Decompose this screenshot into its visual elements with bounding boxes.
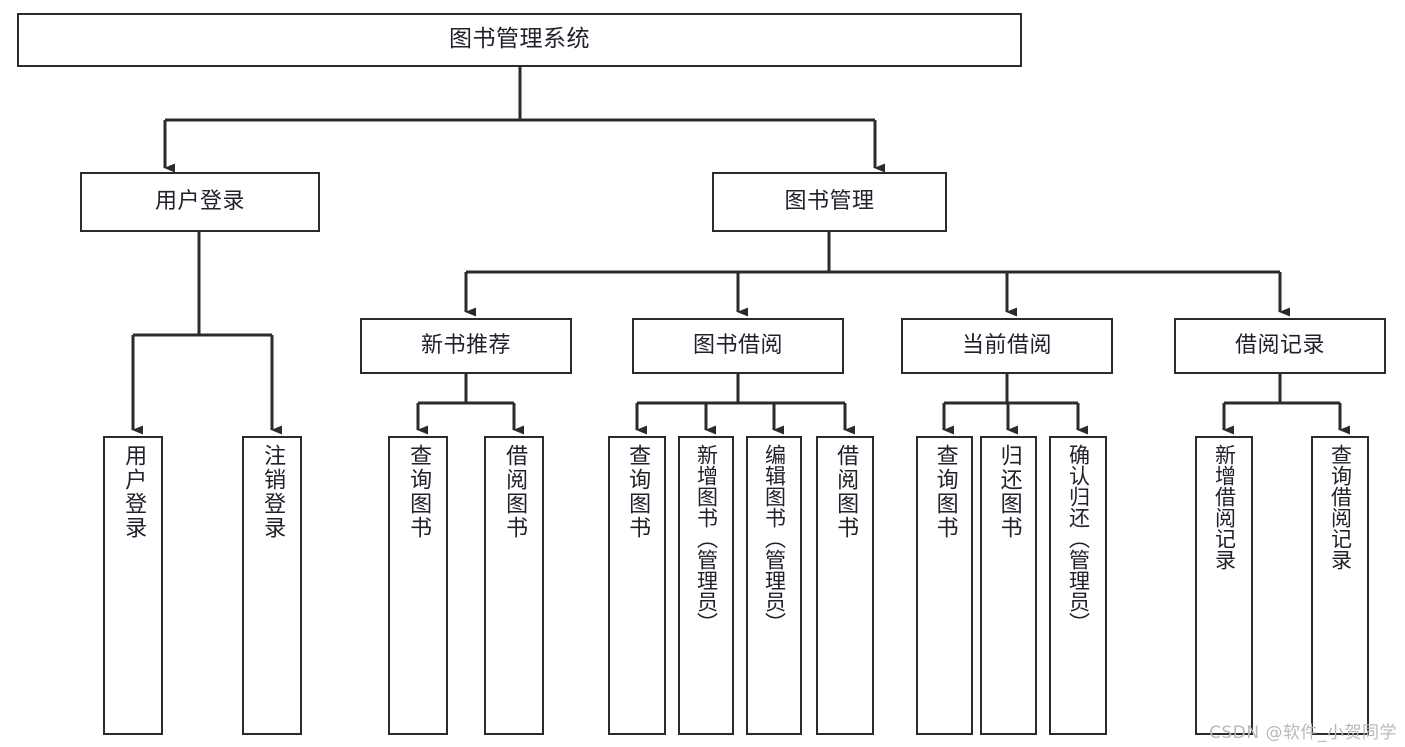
node-label: 图书管理系统 — [449, 26, 590, 53]
node-label: 归还图书 — [996, 444, 1022, 540]
node-label: 注销登录 — [260, 444, 286, 540]
node-user-login[interactable]: 用户登录 — [80, 172, 320, 232]
node-label: 查询图书 — [625, 444, 651, 540]
leaf-borrow-book[interactable]: 借阅图书 — [816, 436, 874, 735]
node-label: 借阅记录 — [1234, 333, 1325, 359]
node-label: 新书推荐 — [420, 333, 511, 359]
node-new-book-recommend[interactable]: 新书推荐 — [360, 318, 572, 374]
leaf-borrow-book-newbook[interactable]: 借阅图书 — [484, 436, 544, 735]
node-label: 查询借阅记录 — [1328, 444, 1353, 570]
node-book-management[interactable]: 图书管理 — [712, 172, 947, 232]
node-label: 确认归还（管理员） — [1066, 444, 1091, 633]
node-book-borrow[interactable]: 图书借阅 — [632, 318, 844, 374]
leaf-query-book-borrow[interactable]: 查询图书 — [608, 436, 666, 735]
leaf-query-borrow-record[interactable]: 查询借阅记录 — [1311, 436, 1369, 735]
node-borrow-record[interactable]: 借阅记录 — [1174, 318, 1386, 374]
node-current-borrow[interactable]: 当前借阅 — [901, 318, 1113, 374]
node-label: 借阅图书 — [502, 444, 528, 540]
leaf-query-book-current[interactable]: 查询图书 — [916, 436, 973, 735]
node-root-system[interactable]: 图书管理系统 — [17, 13, 1022, 67]
node-label: 新增图书（管理员） — [694, 444, 719, 633]
leaf-add-book-admin[interactable]: 新增图书（管理员） — [678, 436, 734, 735]
node-label: 新增借阅记录 — [1212, 444, 1237, 570]
node-label: 图书管理 — [784, 189, 875, 215]
leaf-logout[interactable]: 注销登录 — [242, 436, 302, 735]
node-label: 查询图书 — [932, 444, 958, 540]
node-label: 当前借阅 — [961, 333, 1052, 359]
node-label: 查询图书 — [406, 444, 432, 540]
watermark-text: CSDN @软件_小贺同学 — [1209, 723, 1397, 743]
leaf-edit-book-admin[interactable]: 编辑图书（管理员） — [746, 436, 802, 735]
leaf-add-borrow-record[interactable]: 新增借阅记录 — [1195, 436, 1253, 735]
node-label: 用户登录 — [121, 444, 147, 540]
leaf-return-book[interactable]: 归还图书 — [980, 436, 1037, 735]
node-label: 编辑图书（管理员） — [762, 444, 787, 633]
leaf-confirm-return-admin[interactable]: 确认归还（管理员） — [1049, 436, 1107, 735]
node-label: 图书借阅 — [692, 333, 783, 359]
leaf-query-book-newbook[interactable]: 查询图书 — [388, 436, 448, 735]
leaf-user-login[interactable]: 用户登录 — [103, 436, 163, 735]
node-label: 借阅图书 — [833, 444, 859, 540]
node-label: 用户登录 — [154, 189, 245, 215]
